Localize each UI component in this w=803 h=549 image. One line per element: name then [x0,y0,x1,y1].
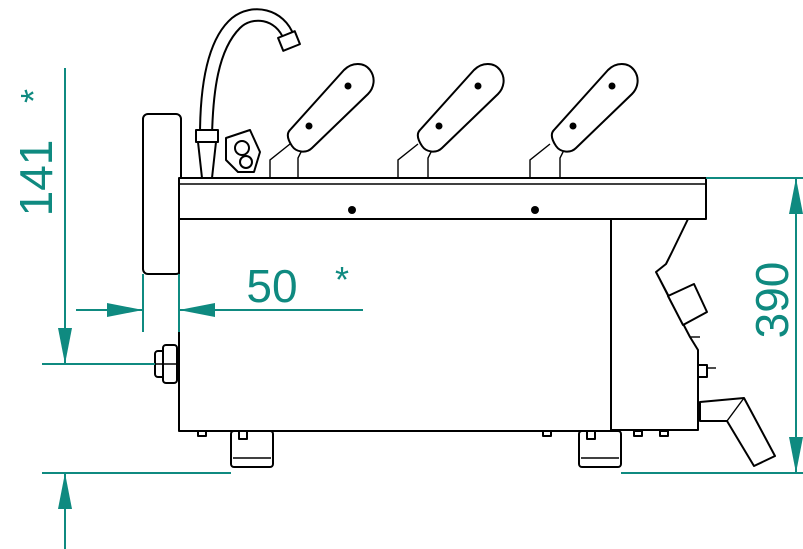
basket-handle-3 [529,63,639,178]
basket-handle-1 [269,63,375,178]
control-knob-housing [667,283,708,326]
rear-panel-box [142,113,182,275]
water-inlet-connector [154,344,178,384]
pasta-cooker-side-view [142,8,776,468]
drain-tap [699,397,776,467]
dimension-mark-50: * [335,259,349,300]
main-body [178,218,612,432]
rivet [348,206,356,214]
foot-rear [230,430,274,468]
dimension-value-141: 141 [10,140,62,217]
foot-front [578,430,622,468]
worktop [178,177,707,220]
dimension-height-total: 390 [621,177,803,474]
dimension-depth-offset: 50 * [76,259,363,332]
basket-handle-2 [397,63,505,178]
rivet [531,206,539,214]
dimension-height-outlet: 141 * [10,68,231,549]
water-faucet [195,8,301,179]
dimension-mark-141: * [13,89,54,103]
front-fitting [697,364,708,378]
dimension-value-390: 390 [746,262,798,339]
dimension-value-50: 50 [246,260,297,312]
dimension-lines: 390 141 * 50 * [10,68,803,549]
feet [197,430,669,468]
